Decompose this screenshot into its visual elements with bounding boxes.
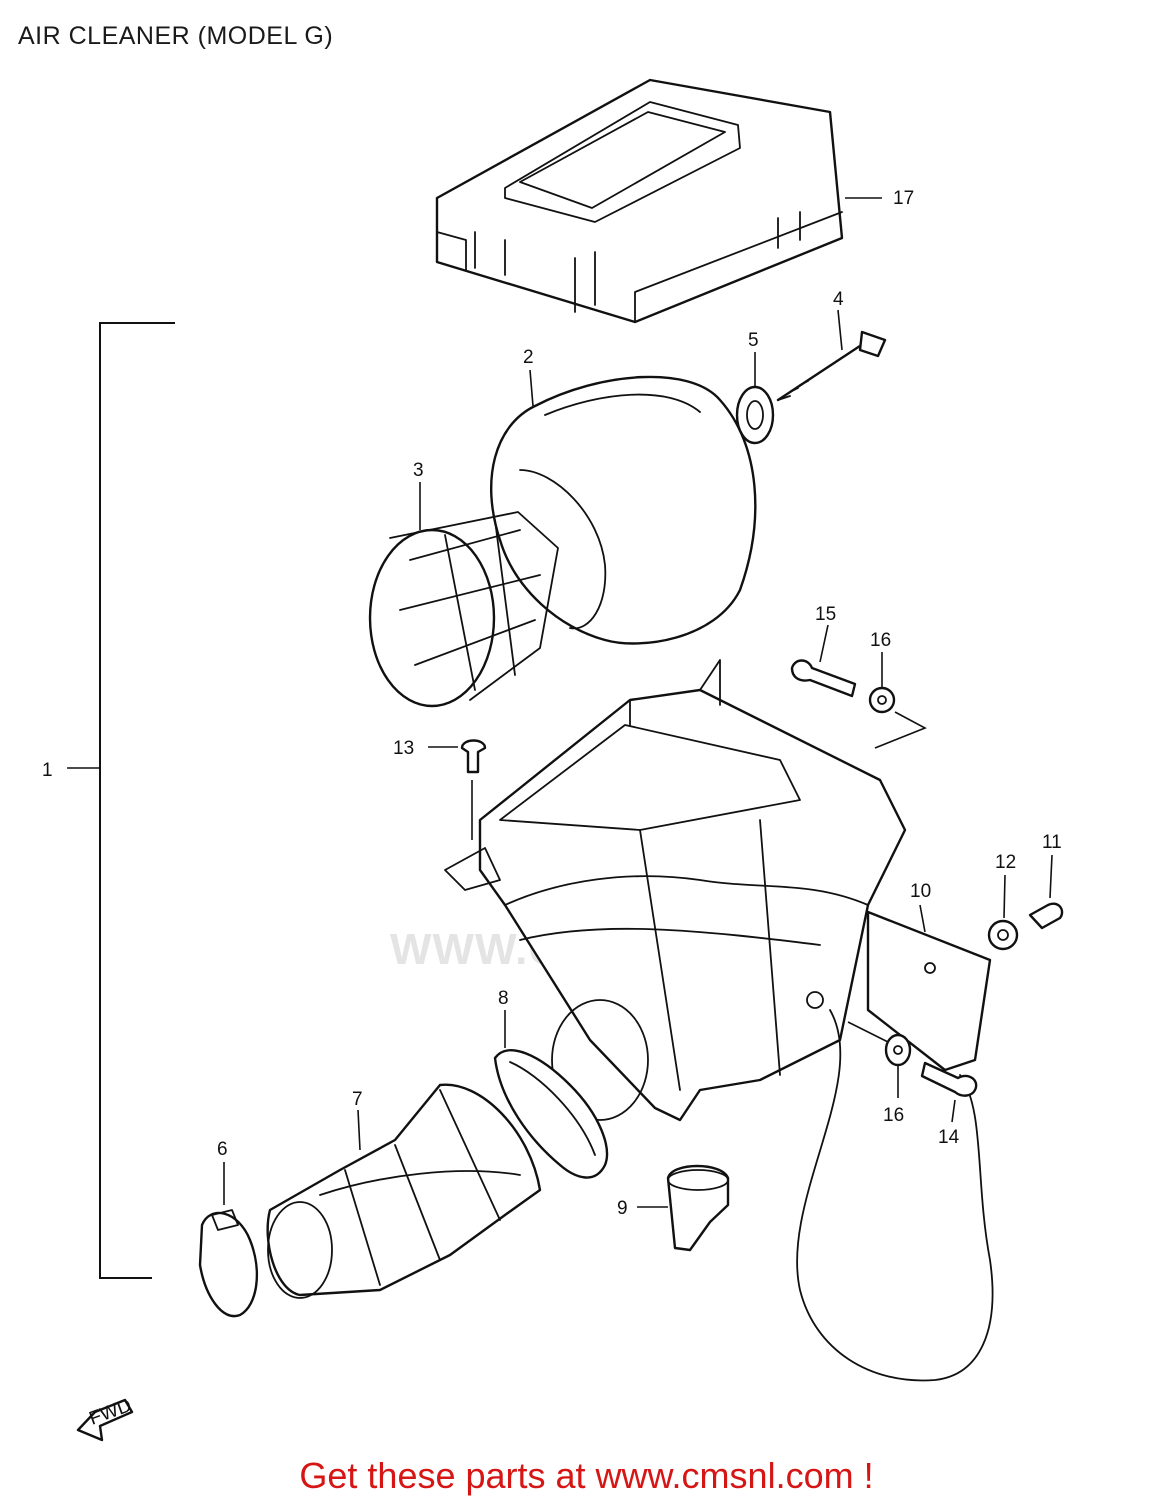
callout-6: 6	[217, 1139, 228, 1160]
page-title: AIR CLEANER (MODEL G)	[18, 22, 334, 50]
part-2-filter-element[interactable]	[489, 369, 757, 645]
part-case[interactable]	[444, 659, 907, 1122]
part-10-bracket-plate[interactable]	[796, 904, 994, 1382]
callout-5: 5	[748, 330, 759, 351]
part-8-gasket[interactable]	[493, 1010, 609, 1179]
callout-3: 3	[413, 460, 424, 481]
callout-8: 8	[498, 988, 509, 1009]
part-15-bolt[interactable]	[790, 624, 857, 698]
assembly-bracket	[67, 322, 175, 1279]
part-6-hose-clamp[interactable]	[198, 1162, 259, 1318]
callout-1: 1	[42, 760, 53, 781]
callout-10: 10	[910, 881, 931, 902]
part-14-bolt[interactable]	[920, 1061, 978, 1123]
callout-4: 4	[833, 289, 844, 310]
part-5-grommet[interactable]	[735, 352, 775, 445]
callout-2: 2	[523, 347, 534, 368]
callout-17: 17	[893, 188, 914, 209]
callout-15: 15	[815, 604, 836, 625]
callout-9: 9	[617, 1198, 628, 1219]
callout-11: 11	[1042, 832, 1062, 853]
part-3-filter-cage[interactable]	[368, 482, 559, 708]
callout-14: 14	[938, 1127, 960, 1148]
part-17-cover[interactable]	[435, 78, 882, 324]
part-13-screw[interactable]	[428, 739, 487, 841]
part-7-intake-duct[interactable]	[266, 1083, 542, 1299]
callout-12: 12	[995, 852, 1016, 873]
part-12-nut[interactable]	[987, 874, 1019, 951]
callout-13: 13	[393, 738, 414, 759]
part-4-bolt[interactable]	[776, 309, 887, 402]
part-16-washer-upper[interactable]	[868, 652, 927, 749]
part-9-drain-cap[interactable]	[637, 1164, 730, 1252]
callout-16-upper: 16	[870, 630, 891, 651]
svg-text:FWD: FWD	[87, 1395, 135, 1430]
callout-16-lower: 16	[883, 1105, 904, 1126]
part-11-screw[interactable]	[1028, 854, 1064, 930]
part-16-washer-lower[interactable]	[847, 1021, 912, 1098]
callout-7: 7	[352, 1089, 363, 1110]
front-arrow-icon: FWD	[76, 1395, 135, 1442]
footer-link[interactable]: Get these parts at www.cmsnl.com !	[299, 1455, 874, 1496]
